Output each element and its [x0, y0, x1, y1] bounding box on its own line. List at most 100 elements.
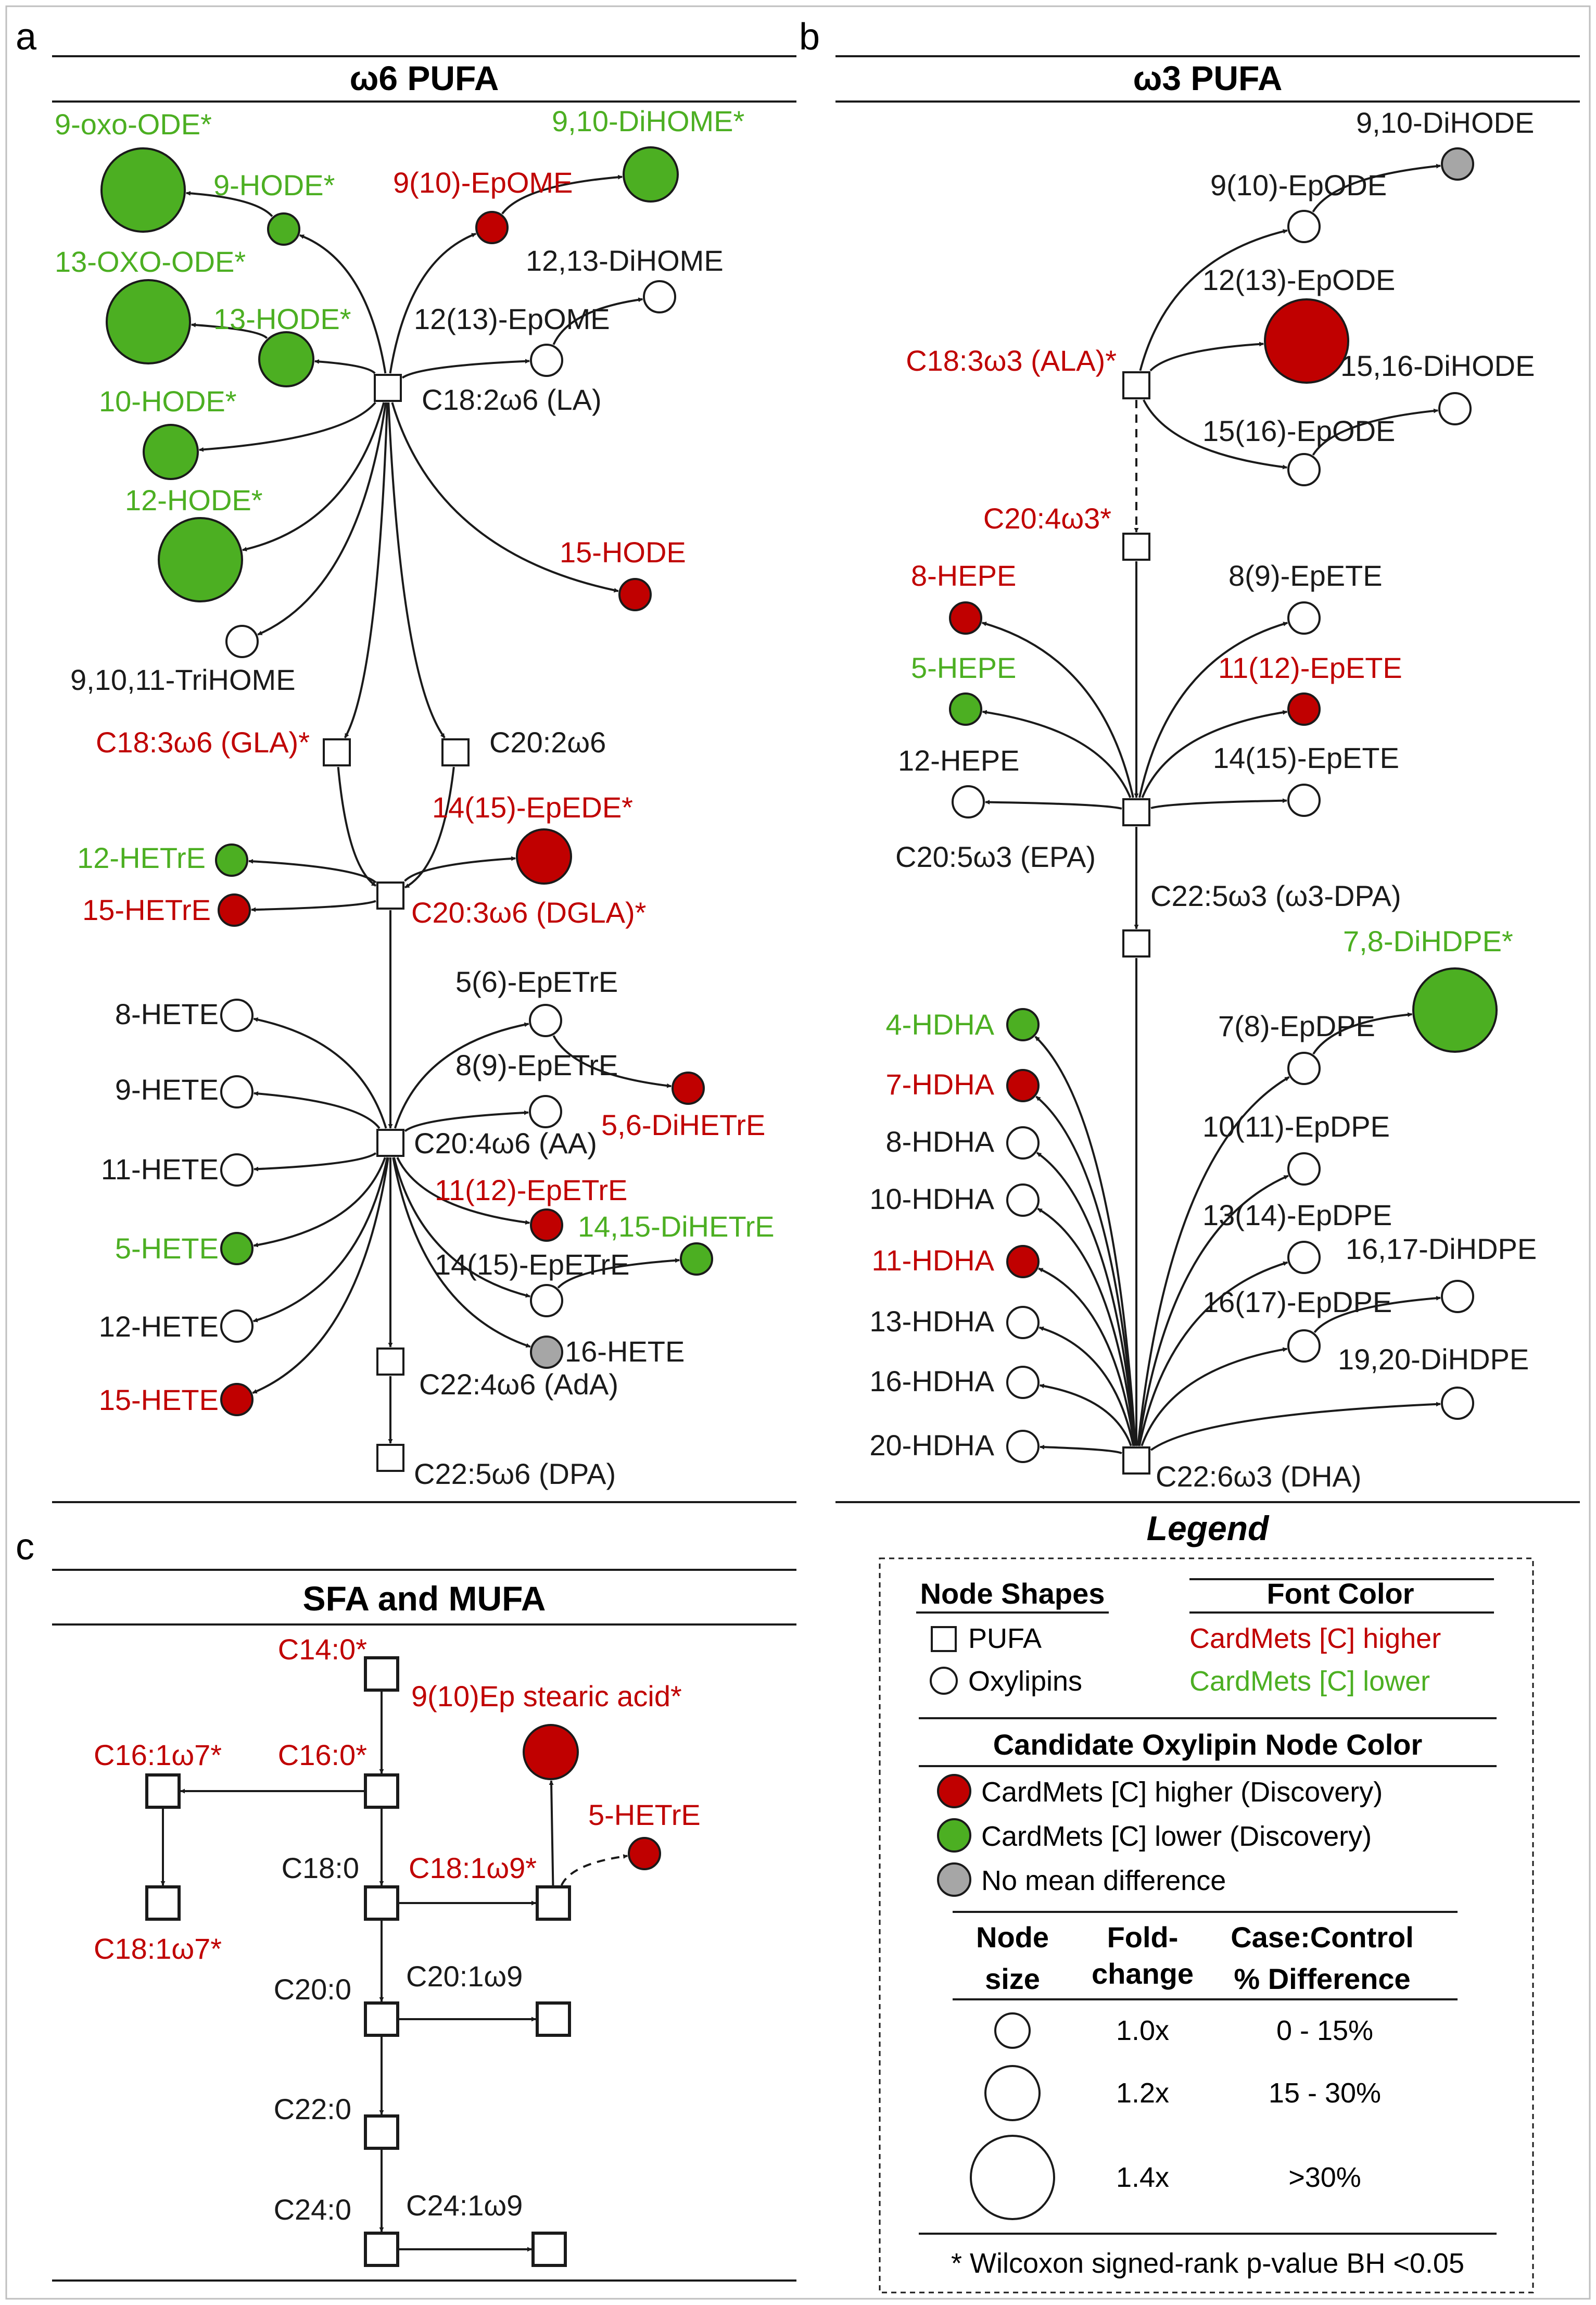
- node-label: C18:2ω6 (LA): [422, 383, 602, 416]
- edge-arrow: [1141, 710, 1288, 798]
- legend-size-large: [970, 2135, 1055, 2220]
- edge-arrow: [1138, 1261, 1288, 1446]
- node-label: 16,17-DiHDPE: [1346, 1232, 1537, 1265]
- pufa-node: [376, 1444, 404, 1472]
- node-label: 5,6-DiHETrE: [601, 1109, 765, 1141]
- legend-title: Legend: [1147, 1509, 1270, 1547]
- panel-b-title: ω3 PUFA: [1133, 59, 1283, 97]
- legend-size-medium: [984, 2065, 1041, 2121]
- edge-arrow: [1037, 1207, 1136, 1446]
- node-label: 7,8-DiHDPE*: [1343, 925, 1513, 958]
- edge-arrow: [1138, 622, 1288, 798]
- oxylipin-node: [1287, 453, 1321, 486]
- oxylipin-node: [1441, 147, 1474, 181]
- node-label: C20:0: [274, 1973, 351, 2006]
- legend-size-header-pct: % Difference: [1234, 1962, 1410, 1995]
- oxylipin-node: [618, 578, 652, 611]
- legend-fold-3: 1.4x: [1116, 2162, 1169, 2193]
- oxylipin-node: [1287, 1329, 1321, 1363]
- legend-green-dot: [937, 1818, 971, 1853]
- oxylipin-node: [215, 843, 248, 877]
- pufa-node: [364, 2001, 399, 2037]
- edge-arrow: [394, 1022, 529, 1129]
- legend-gray-dot: [937, 1862, 971, 1897]
- node-label: 14(15)-EpETE: [1213, 741, 1399, 774]
- node-label: 12-HETrE: [77, 841, 206, 874]
- edge-arrow: [1313, 1295, 1441, 1333]
- node-label: 15-HODE: [560, 536, 686, 569]
- node-label: 5(6)-EpETrE: [455, 965, 618, 998]
- oxylipin-node: [1441, 1280, 1474, 1313]
- pufa-node: [531, 2232, 567, 2267]
- oxylipin-node: [220, 1075, 254, 1109]
- edge-arrow: [1150, 798, 1287, 809]
- oxylipin-node: [516, 828, 572, 885]
- node-label: 8(9)-EpETrE: [455, 1049, 618, 1081]
- node-label: 9(10)-EpOME: [393, 166, 573, 199]
- oxylipin-node: [1287, 1241, 1321, 1274]
- node-label: C22:5ω6 (DPA): [414, 1457, 616, 1490]
- node-label: 16(17)-EpDPE: [1202, 1286, 1392, 1318]
- node-label: 10(11)-EpDPE: [1202, 1110, 1390, 1143]
- edge-arrow: [1034, 1036, 1137, 1446]
- oxylipin-node: [158, 517, 243, 602]
- oxylipin-node: [530, 1208, 563, 1242]
- edge-arrow: [1150, 1402, 1441, 1451]
- node-label: 13-HDHA: [869, 1305, 994, 1338]
- node-label: 9,10-DiHODE: [1356, 106, 1534, 139]
- pufa-node: [323, 738, 351, 766]
- label-layer: C18:2ω6 (LA)C18:3ω6 (GLA)*C20:2ω6C20:3ω6…: [55, 105, 1537, 2226]
- oxylipin-node: [1006, 1069, 1040, 1102]
- oxylipin-node: [1287, 692, 1321, 726]
- node-label: 12(13)-EpODE: [1202, 263, 1395, 296]
- oxylipin-node: [1438, 392, 1472, 425]
- edge-arrow: [1312, 1012, 1413, 1055]
- pufa-node: [376, 1129, 404, 1157]
- legend-red-dot: [937, 1774, 971, 1808]
- node-label: C18:1ω7*: [94, 1932, 222, 1965]
- edge-arrow: [252, 1157, 389, 1394]
- oxylipin-node: [1412, 967, 1498, 1053]
- node-label: C22:5ω3 (ω3-DPA): [1150, 879, 1401, 912]
- oxylipin-node: [1006, 1245, 1040, 1278]
- node-label: 12-HODE*: [125, 484, 263, 517]
- pufa-node: [364, 2114, 399, 2150]
- oxylipin-node: [475, 211, 509, 244]
- oxylipin-node: [672, 1072, 705, 1105]
- node-label: 16-HETE: [565, 1335, 685, 1368]
- edge-arrow: [191, 322, 268, 339]
- edge-arrow: [344, 402, 389, 738]
- edge-arrow: [392, 1157, 530, 1298]
- edge-arrow: [404, 856, 516, 882]
- oxylipin-node: [530, 344, 563, 377]
- oxylipin-node: [225, 625, 259, 658]
- oxylipin-node: [106, 279, 191, 364]
- legend-font-higher: CardMets [C] higher: [1189, 1623, 1441, 1654]
- edge-arrow: [387, 402, 446, 739]
- edge-arrow: [1143, 399, 1288, 470]
- pufa-node: [1122, 929, 1150, 958]
- node-label: 9,10-DiHOME*: [552, 105, 744, 137]
- edge-arrow: [1137, 1076, 1290, 1446]
- node-label: C24:0: [274, 2193, 351, 2226]
- legend-size-header-size: size: [985, 1962, 1040, 1995]
- legend-fold-2: 1.2x: [1116, 2077, 1169, 2109]
- legend-shape-pufa: PUFA: [968, 1623, 1042, 1654]
- node-label: 11(12)-EpETE: [1218, 651, 1402, 684]
- pufa-node: [1122, 533, 1150, 561]
- legend-size-small: [994, 2012, 1031, 2049]
- edge-arrow: [248, 859, 377, 884]
- edge-arrow: [1036, 1152, 1136, 1446]
- oxylipin-node: [1287, 1152, 1321, 1186]
- pufa-node: [364, 2232, 399, 2267]
- oxylipin-node: [1287, 1052, 1321, 1085]
- edge-arrow: [1312, 408, 1439, 456]
- pufa-node: [376, 1347, 404, 1376]
- node-label: C20:5ω3 (EPA): [895, 840, 1096, 873]
- edge-arrow: [257, 402, 387, 636]
- pufa-node: [145, 1885, 181, 1921]
- node-label: C20:1ω9: [406, 1960, 523, 1993]
- oxylipin-node: [143, 424, 199, 480]
- edge-arrow: [1038, 1267, 1135, 1446]
